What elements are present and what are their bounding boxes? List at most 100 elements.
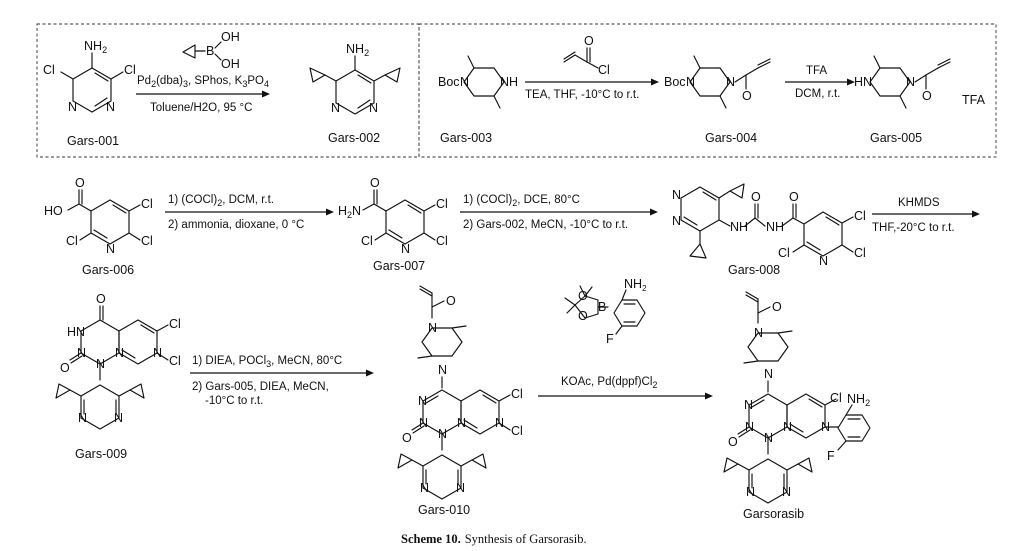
svg-text:N: N [438,363,447,377]
svg-text:N: N [764,367,773,381]
svg-text:Cl: Cl [598,63,610,77]
svg-text:N: N [456,481,465,495]
svg-text:N: N [460,75,469,89]
atom-cl: Cl [43,63,55,77]
svg-text:O: O [402,431,412,445]
svg-text:N: N [96,357,105,371]
cond-step3-below: DCM, r.t. [795,88,840,100]
svg-text:O: O [75,176,85,190]
svg-text:N: N [418,394,427,408]
svg-text:N: N [77,346,86,360]
svg-text:N: N [106,242,115,256]
svg-text:Cl: Cl [511,424,523,438]
svg-text:NH: NH [766,220,784,234]
svg-text:O: O [772,300,782,314]
gars005-structure: HN N O TFA [854,55,986,109]
svg-text:Cl: Cl [169,354,181,368]
label-gars002: Gars-002 [328,131,380,145]
label-gars004: Gars-004 [705,131,757,145]
svg-text:N: N [686,75,695,89]
svg-text:O: O [751,190,761,204]
svg-text:N: N [457,416,466,430]
svg-text:HN: HN [67,325,85,339]
gars004-structure: Boc N N O [664,55,771,109]
cond-step6-below: THF,-20°C to r.t. [872,222,955,234]
svg-text:Cl: Cl [830,391,842,405]
cond-step7-line3: -10°C to r.t. [205,395,263,407]
atom-cl: Cl [124,63,136,77]
svg-text:O: O [96,292,106,306]
garsorasib-structure: O N N O N N N N N Cl NH2 F [723,291,871,504]
svg-text:HO: HO [44,204,63,218]
svg-text:N: N [672,214,681,228]
svg-text:N: N [782,485,791,499]
svg-text:O: O [578,309,588,323]
cond-step7-line1: 1) DIEA, POCl3, MeCN, 80°C [192,355,342,369]
svg-text:O: O [742,89,752,103]
svg-text:N: N [764,431,773,445]
svg-text:Boc: Boc [664,75,686,89]
gars006-structure: O HO Cl Cl Cl N [44,176,153,256]
box-right [418,23,997,158]
label-gars003: Gars-003 [440,131,492,145]
cyclopropylboronic-acid: B OH OH [182,30,240,71]
label-gars009: Gars-009 [75,447,127,461]
svg-text:N: N [754,326,763,340]
svg-text:B: B [206,44,214,58]
svg-text:Cl: Cl [436,197,448,211]
gars010-structure: O N N O N N N N N Cl Cl N N [397,285,523,500]
caption: Scheme 10.Synthesis of Garsorasib. [401,532,587,546]
svg-text:Cl: Cl [778,246,790,260]
svg-text:NH: NH [730,220,748,234]
svg-text:N: N [153,346,162,360]
svg-text:Cl: Cl [361,234,373,248]
svg-text:N: N [369,101,378,115]
label-gars006: Gars-006 [82,263,134,277]
svg-text:N: N [115,346,124,360]
atom-nh2: NH2 [847,392,870,408]
svg-text:B: B [598,300,606,314]
svg-text:Boc: Boc [438,75,460,89]
acryloyl-chloride: O Cl [563,34,610,77]
atom-nh2: NH2 [624,277,647,293]
svg-text:N: N [746,485,755,499]
cond-step3-above: TFA [806,65,827,77]
svg-text:N: N [401,242,410,256]
label-gars010: Gars-010 [418,503,470,517]
svg-text:O: O [370,176,380,190]
svg-text:Cl: Cl [141,234,153,248]
cond-step7-line2: 2) Gars-005, DIEA, MeCN, [192,381,329,393]
gars001-structure: NH2 Cl Cl N N N [43,39,136,114]
svg-text:N: N [821,420,830,434]
svg-text:Cl: Cl [141,197,153,211]
label-gars007: Gars-007 [373,259,425,273]
label-gars001: Gars-001 [67,134,119,148]
svg-text:N: N [819,254,828,268]
atom-n: N [68,100,77,114]
svg-text:F: F [827,449,835,463]
label-garsorasib: Garsorasib [743,507,804,521]
cond-step5-line1: 1) (COCl)2, DCE, 80°C [463,194,580,208]
svg-text:N: N [744,398,753,412]
label-gars008: Gars-008 [728,263,780,277]
svg-text:N: N [114,411,123,425]
cond-step1-line1: Pd2(dba)3, SPhos, K3PO4 [137,75,269,89]
gars003-structure: Boc N NH [438,55,518,109]
svg-text:N: N [331,101,340,115]
svg-text:N: N [745,420,754,434]
svg-text:Cl: Cl [66,234,78,248]
cond-step6-above: KHMDS [898,197,940,209]
svg-text:NH: NH [500,75,518,89]
aryl-boronate-reagent: O O B NH2 F [564,277,647,346]
atom-h2n: H2N [338,204,361,220]
svg-text:N: N [783,420,792,434]
svg-text:OH: OH [221,30,240,44]
svg-text:O: O [578,289,588,303]
gars009-structure: O O HN N N N N Cl Cl N N [55,292,181,430]
svg-text:N: N [726,75,735,89]
cond-step1-line2: Toluene/H2O, 95 °C [150,102,252,114]
svg-text:O: O [789,190,799,204]
svg-text:O: O [922,89,932,103]
